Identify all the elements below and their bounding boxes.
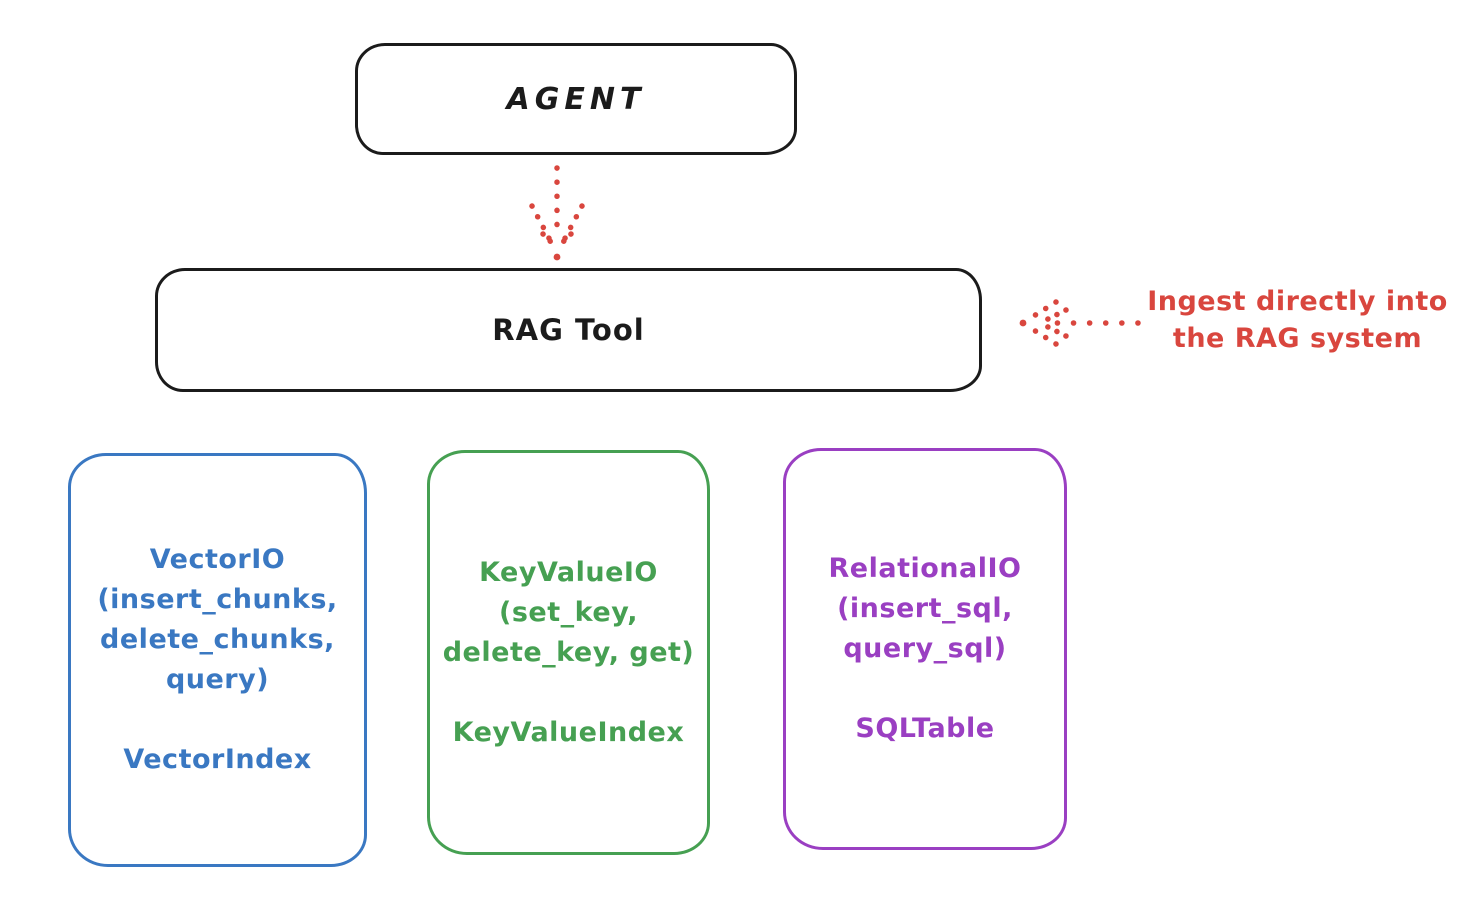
vector-io-node: VectorIO (insert_chunks, delete_chunks, … [68, 453, 367, 867]
vector-io-methods-line: query) [165, 664, 270, 695]
relational-io-methods-line: query_sql) [843, 633, 1007, 664]
ingest-annotation-line2: the RAG system [1172, 323, 1423, 354]
relational-io-methods-line: (insert_sql, [837, 593, 1013, 624]
ingest-annotation-line1: Ingest directly into [1147, 286, 1448, 317]
relational-io-index-label: SQLTable [855, 713, 995, 744]
annotation-to-ragtool-arrow [1019, 299, 1141, 347]
relational-io-node: RelationalIO (insert_sql, query_sql) SQL… [783, 448, 1067, 850]
vector-io-index-label: VectorIndex [123, 744, 312, 775]
rag-tool-node-label: RAG Tool [492, 313, 645, 347]
vector-io-methods-line: (insert_chunks, [97, 584, 338, 615]
agent-to-ragtool-arrow [529, 165, 585, 261]
vector-io-title-line: VectorIO [149, 544, 286, 575]
rag-tool-node: RAG Tool [155, 268, 982, 392]
ingest-annotation: Ingest directly into the RAG system [1125, 283, 1470, 357]
agent-node: AGENT [355, 43, 797, 155]
key-value-io-node: KeyValueIO (set_key, delete_key, get) Ke… [427, 450, 710, 855]
relational-io-title-line: RelationalIO [828, 553, 1022, 584]
key-value-io-title-line: KeyValueIO [479, 556, 658, 588]
key-value-io-methods-line: delete_key, get) [442, 636, 695, 668]
key-value-io-methods-line: (set_key, [499, 596, 638, 628]
agent-node-label: AGENT [506, 81, 646, 117]
key-value-io-index-label: KeyValueIndex [452, 716, 685, 748]
vector-io-methods-line: delete_chunks, [100, 624, 335, 655]
